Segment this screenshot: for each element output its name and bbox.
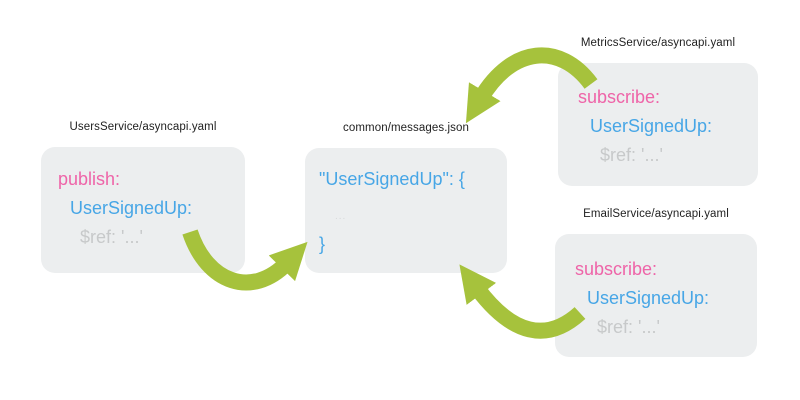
- code-box-email-service: subscribe: UserSignedUp: $ref: '...': [555, 234, 757, 357]
- code-line-ref: $ref: '...': [80, 227, 143, 247]
- code-box-metrics-service: subscribe: UserSignedUp: $ref: '...': [558, 63, 758, 186]
- code-line-ref: $ref: '...': [600, 145, 663, 165]
- code-line-operation: subscribe:: [578, 87, 661, 107]
- file-title-users-service: UsersService/asyncapi.yaml: [69, 121, 217, 133]
- code-line-json-close: }: [319, 234, 326, 254]
- code-line-json-open: "UserSignedUp": {: [319, 169, 465, 189]
- code-line-message: UserSignedUp:: [587, 288, 710, 308]
- code-line-operation: publish:: [58, 169, 121, 189]
- file-card-users-service: UsersService/asyncapi.yaml publish: User…: [41, 120, 245, 273]
- code-line-message: UserSignedUp:: [70, 198, 193, 218]
- file-title-common-messages: common/messages.json: [343, 122, 469, 134]
- file-title-metrics-service: MetricsService/asyncapi.yaml: [580, 37, 736, 49]
- code-line-ref: $ref: '...': [597, 317, 660, 337]
- code-line-operation: subscribe:: [575, 259, 658, 279]
- file-card-email-service: EmailService/asyncapi.yaml subscribe: Us…: [555, 207, 757, 357]
- code-line-message: UserSignedUp:: [590, 116, 713, 136]
- file-card-metrics-service: MetricsService/asyncapi.yaml subscribe: …: [558, 36, 758, 186]
- file-card-common-messages: common/messages.json "UserSignedUp": { .…: [305, 121, 507, 273]
- file-title-email-service: EmailService/asyncapi.yaml: [583, 208, 729, 220]
- code-box-common-messages: "UserSignedUp": { ... }: [305, 148, 507, 273]
- code-box-users-service: publish: UserSignedUp: $ref: '...': [41, 147, 245, 273]
- code-line-json-body: ...: [335, 211, 347, 222]
